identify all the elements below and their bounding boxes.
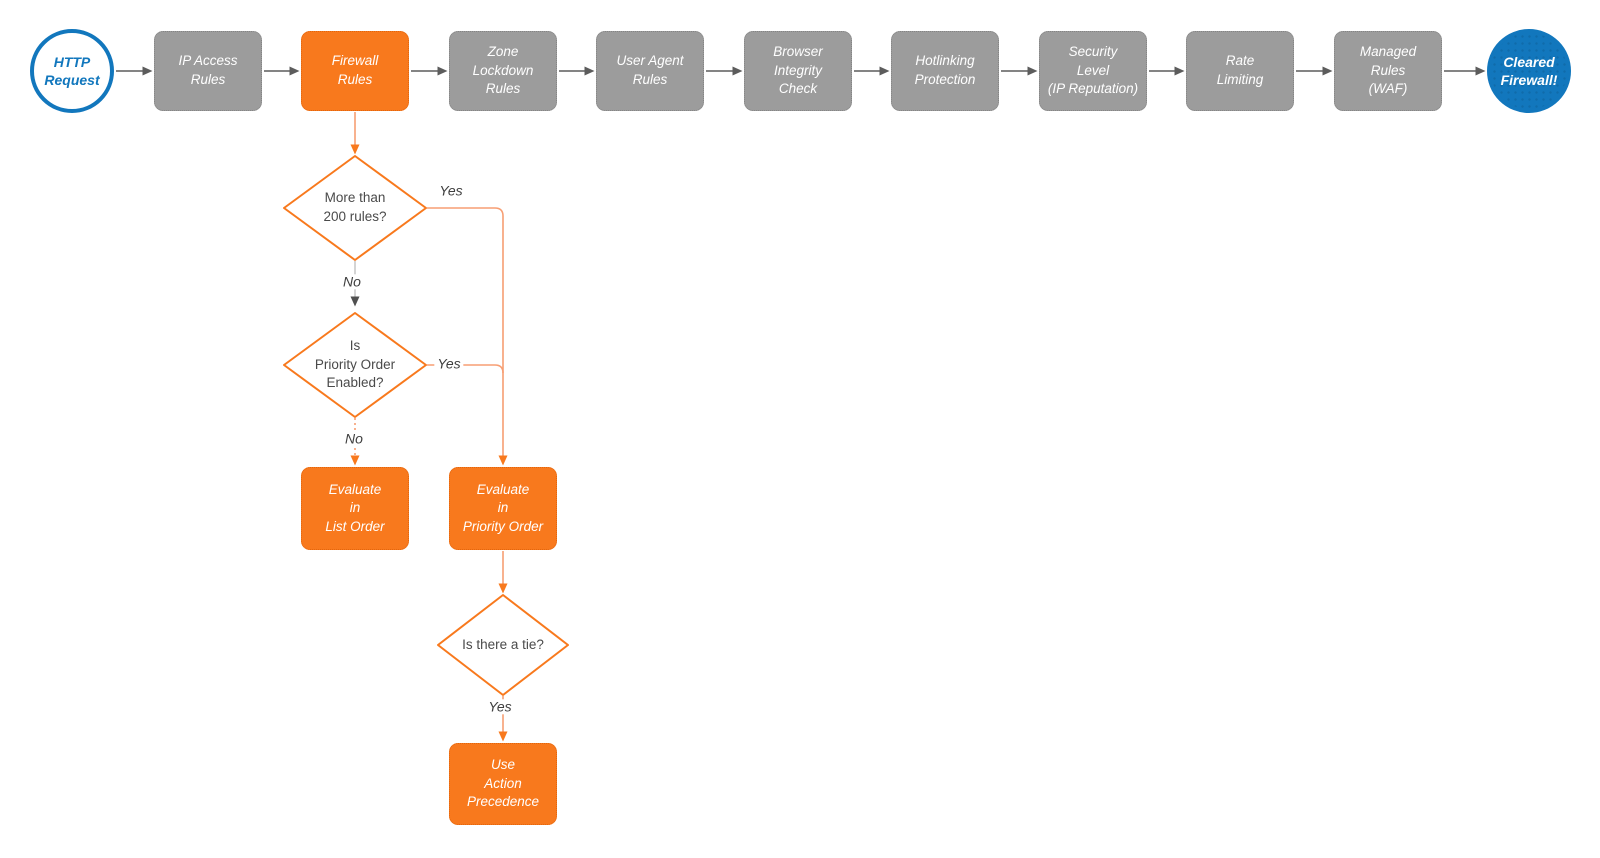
action-use-action-precedence: Use Action Precedence — [449, 743, 557, 825]
arrow-decision1-yes — [427, 207, 508, 466]
label-no-rules-count: No — [340, 273, 364, 290]
start-node-http-request: HTTP Request — [30, 29, 114, 113]
decision-priority-order-shape — [283, 312, 427, 418]
stage-rate-limiting: Rate Limiting — [1186, 31, 1294, 111]
stage-zone-lockdown-rules: Zone Lockdown Rules — [449, 31, 557, 111]
stage-security-level: Security Level (IP Reputation) — [1039, 31, 1147, 111]
stage-managed-rules-waf: Managed Rules (WAF) — [1334, 31, 1442, 111]
decision-rules-count-text: More than 200 rules? — [323, 190, 387, 224]
arrow-decision2-yes — [427, 364, 504, 374]
action-evaluate-list-order: Evaluate in List Order — [301, 467, 409, 550]
decision-rules-count-shape — [283, 155, 427, 261]
end-node-cleared-firewall: Cleared Firewall! — [1487, 29, 1571, 113]
label-yes-rules-count: Yes — [436, 182, 466, 199]
decision-tie-text: Is there a tie? — [462, 636, 544, 652]
action-evaluate-priority-order: Evaluate in Priority Order — [449, 467, 557, 550]
label-yes-tie: Yes — [485, 698, 515, 715]
label-no-priority-order: No — [342, 430, 366, 447]
stage-browser-integrity-check: Browser Integrity Check — [744, 31, 852, 111]
stage-ip-access-rules: IP Access Rules — [154, 31, 262, 111]
stage-firewall-rules: Firewall Rules — [301, 31, 409, 111]
stage-user-agent-rules: User Agent Rules — [596, 31, 704, 111]
label-yes-priority-order: Yes — [434, 355, 464, 372]
decision-priority-order-text: Is Priority Order Enabled? — [314, 337, 396, 391]
decision-tie-shape — [437, 594, 569, 696]
stage-hotlinking-protection: Hotlinking Protection — [891, 31, 999, 111]
